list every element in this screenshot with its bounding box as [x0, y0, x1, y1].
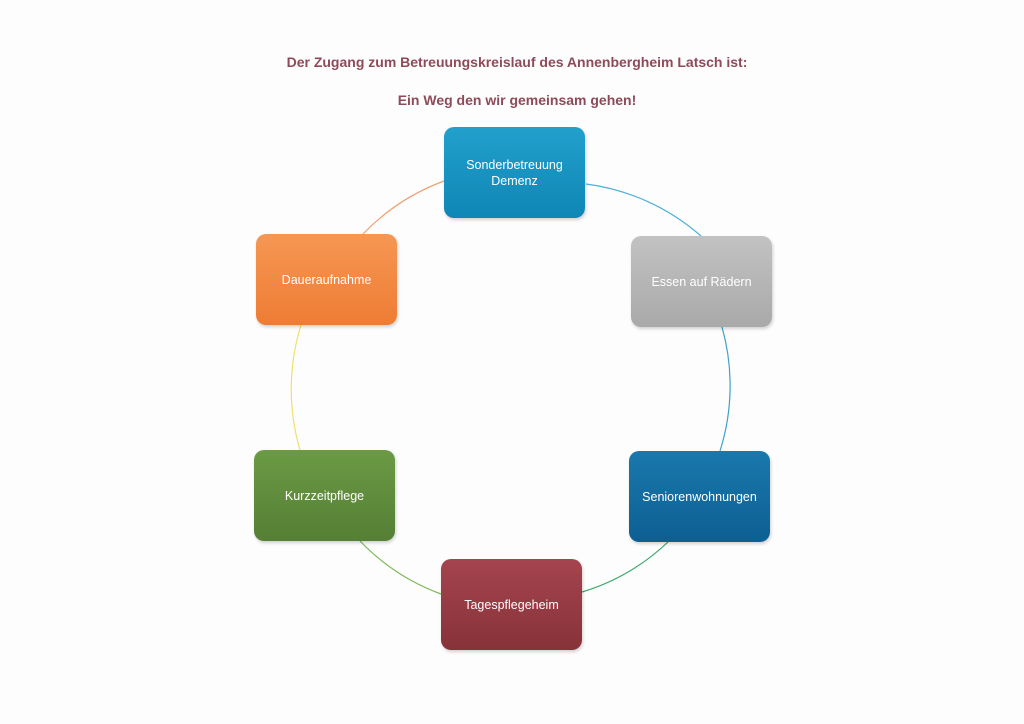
- connector-tages-kurz: [359, 540, 442, 595]
- diagram-title: Der Zugang zum Betreuungskreislauf des A…: [286, 54, 748, 70]
- connector-kurz-dauer: [290, 324, 302, 451]
- node-label: Essen auf Rädern: [651, 274, 752, 289]
- node-label: Daueraufnahme: [281, 272, 372, 287]
- node-label: Tagespflegeheim: [464, 597, 559, 612]
- node-kurzzeitpflege: Kurzzeitpflege: [254, 450, 395, 541]
- node-daueraufnahme: Daueraufnahme: [256, 234, 397, 325]
- connector-sonder-essen: [585, 183, 702, 237]
- connector-senior-tages: [581, 541, 669, 593]
- node-label: Kurzzeitpflege: [284, 488, 365, 503]
- node-label: Sonderbetreuung Demenz: [466, 157, 563, 188]
- node-seniorenwohnungen: Seniorenwohnungen: [629, 451, 770, 542]
- diagram-subtitle: Ein Weg den wir gemeinsam gehen!: [397, 92, 637, 108]
- connector-dauer-sonder: [362, 180, 445, 235]
- node-label: Seniorenwohnungen: [642, 489, 757, 504]
- node-essen-auf-raedern: Essen auf Rädern: [631, 236, 772, 327]
- node-sonderbetreuung-demenz: Sonderbetreuung Demenz: [444, 127, 585, 218]
- connector-essen-senior: [719, 326, 731, 452]
- node-tagespflegeheim: Tagespflegeheim: [441, 559, 582, 650]
